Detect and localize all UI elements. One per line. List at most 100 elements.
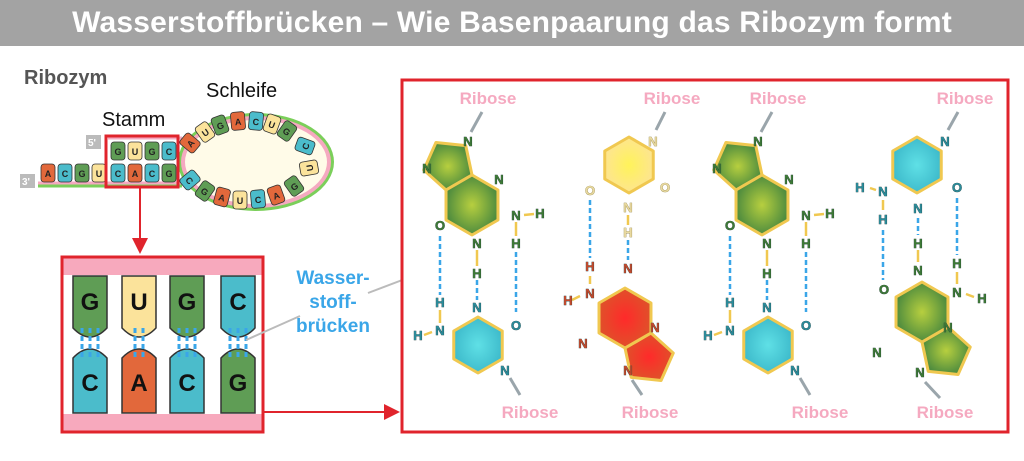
svg-text:U: U bbox=[200, 127, 211, 139]
svg-text:C: C bbox=[183, 175, 195, 187]
svg-text:U: U bbox=[237, 196, 244, 206]
ribose-label: Ribose bbox=[644, 89, 701, 108]
atom-N: N bbox=[952, 285, 961, 300]
zoom-nucleotide-U: U bbox=[121, 275, 157, 338]
zoom-nucleotide-C: C bbox=[220, 275, 256, 338]
atom-H: H bbox=[472, 266, 481, 281]
three-prime-badge bbox=[20, 174, 35, 188]
title-bar: Wasserstoffbrücken – Wie Basenpaarung da… bbox=[0, 0, 1024, 46]
atom-H: H bbox=[585, 259, 594, 274]
nucleotide-C: C bbox=[57, 163, 73, 183]
nucleotide-G: G bbox=[276, 120, 298, 142]
atom-O: O bbox=[725, 218, 735, 233]
svg-text:C: C bbox=[115, 169, 122, 179]
atom-N: N bbox=[801, 208, 810, 223]
nucleotide-C: C bbox=[250, 189, 266, 209]
nucleotide-C: C bbox=[179, 169, 201, 191]
atom-N: N bbox=[500, 363, 509, 378]
pyrimidine-ring-G bbox=[734, 173, 790, 237]
nucleotide-C: C bbox=[110, 163, 126, 183]
nucleotide-A: A bbox=[213, 186, 231, 208]
pyrimidine-ring-C bbox=[742, 315, 794, 375]
svg-text:U: U bbox=[304, 164, 315, 172]
covalent-bond bbox=[813, 212, 825, 217]
svg-text:U: U bbox=[132, 147, 139, 157]
atom-H: H bbox=[535, 206, 544, 221]
nucleotide-U: U bbox=[298, 159, 320, 177]
nucleotide-G: G bbox=[74, 163, 90, 183]
ribose-label: Ribose bbox=[622, 403, 679, 422]
atom-H: H bbox=[977, 291, 986, 306]
zoom-nucleotide-C: C bbox=[169, 348, 205, 414]
svg-text:C: C bbox=[166, 147, 173, 157]
pyrimidine-ring-C bbox=[891, 135, 943, 195]
svg-text:C: C bbox=[229, 289, 246, 316]
atom-N: N bbox=[872, 345, 881, 360]
svg-text:U: U bbox=[130, 289, 147, 316]
page-title: Wasserstoffbrücken – Wie Basenpaarung da… bbox=[72, 6, 952, 39]
atom-N: N bbox=[940, 134, 949, 149]
svg-text:C: C bbox=[178, 370, 195, 397]
atom-O: O bbox=[511, 318, 521, 333]
atom-H: H bbox=[703, 328, 712, 343]
covalent-bond bbox=[523, 212, 535, 217]
nucleotide-G: G bbox=[210, 114, 230, 136]
svg-text:C: C bbox=[254, 195, 262, 206]
atom-H: H bbox=[913, 236, 922, 251]
atom-O: O bbox=[952, 180, 962, 195]
atom-H: H bbox=[511, 236, 520, 251]
pyrimidine-ring-G bbox=[444, 173, 500, 237]
svg-text:A: A bbox=[272, 190, 282, 202]
nucleotide-G: G bbox=[194, 180, 216, 202]
ribose-link bbox=[946, 111, 960, 131]
covalent-bond bbox=[869, 186, 877, 192]
atom-N: N bbox=[463, 134, 472, 149]
ribose-label: Ribose bbox=[792, 403, 849, 422]
nucleotide-U: U bbox=[127, 141, 143, 161]
atom-H: H bbox=[952, 256, 961, 271]
atom-O: O bbox=[435, 218, 445, 233]
ribose-link bbox=[508, 377, 522, 396]
three-prime-label: 3' bbox=[22, 177, 30, 188]
nucleotide-G: G bbox=[283, 175, 305, 197]
atom-N: N bbox=[712, 161, 721, 176]
atom-N: N bbox=[494, 172, 503, 187]
nucleotide-G: G bbox=[110, 141, 126, 161]
svg-text:G: G bbox=[148, 147, 155, 157]
covalent-bond bbox=[965, 292, 975, 299]
atom-N: N bbox=[623, 261, 632, 276]
nucleotide-A: A bbox=[266, 184, 286, 206]
svg-text:G: G bbox=[289, 181, 300, 193]
atom-N: N bbox=[753, 134, 762, 149]
ribose-link bbox=[469, 111, 484, 133]
nucleotide-U: U bbox=[91, 163, 107, 183]
nucleotide-A: A bbox=[179, 132, 201, 154]
svg-text:A: A bbox=[130, 370, 147, 397]
svg-text:G: G bbox=[81, 289, 100, 316]
atom-O: O bbox=[585, 183, 595, 198]
covalent-bond bbox=[713, 330, 723, 337]
svg-text:G: G bbox=[215, 120, 225, 132]
atom-H: H bbox=[435, 295, 444, 310]
svg-text:C: C bbox=[300, 141, 312, 151]
atom-N: N bbox=[578, 336, 587, 351]
atom-N: N bbox=[913, 263, 922, 278]
atom-H: H bbox=[623, 225, 632, 240]
nucleotide-A: A bbox=[40, 163, 56, 183]
zoom-nucleotide-G: G bbox=[169, 275, 205, 338]
atom-N: N bbox=[648, 134, 657, 149]
atom-O: O bbox=[660, 180, 670, 195]
ribozyme-heading: Ribozym bbox=[24, 67, 107, 89]
nucleotide-A: A bbox=[127, 163, 143, 183]
atom-N: N bbox=[943, 320, 952, 335]
loop-label: Schleife bbox=[206, 80, 277, 102]
covalent-bond bbox=[571, 294, 581, 302]
covalent-bond bbox=[423, 330, 433, 337]
ribose-link bbox=[798, 377, 812, 396]
svg-text:G: G bbox=[165, 169, 172, 179]
atom-H: H bbox=[825, 206, 834, 221]
